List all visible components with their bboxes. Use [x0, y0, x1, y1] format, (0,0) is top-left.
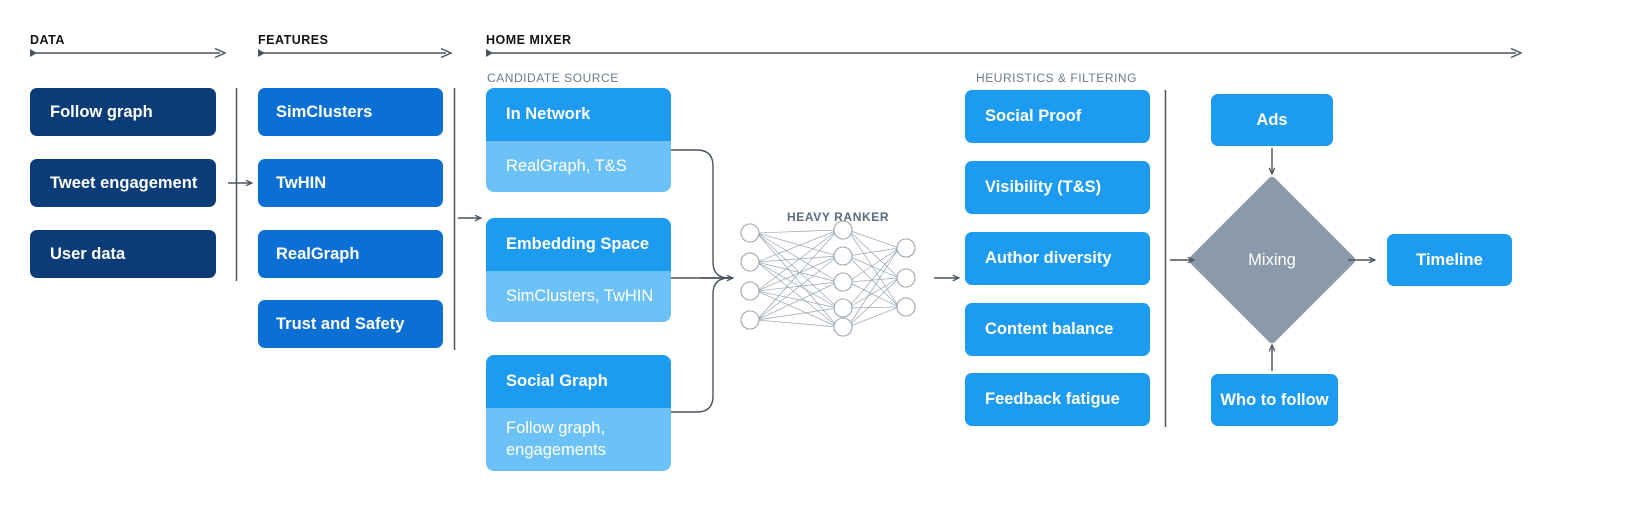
connector-social-graph — [671, 277, 730, 413]
section-axis-home-mixer — [486, 47, 1522, 59]
feature-item-label: TwHIN — [276, 173, 327, 192]
feature-item-trust-and-safety[interactable]: Trust and Safety — [258, 300, 443, 348]
data-item-user-data[interactable]: User data — [30, 230, 216, 278]
section-axis-data — [30, 47, 226, 59]
section-title-features: FEATURES — [258, 33, 329, 47]
heuristic-item-label: Social Proof — [985, 107, 1082, 126]
candidate-source-subtitle: SimClusters, TwHIN — [506, 286, 654, 305]
data-item-follow-graph[interactable]: Follow graph — [30, 88, 216, 136]
feature-item-realgraph[interactable]: RealGraph — [258, 230, 443, 278]
mixing-input-label: Who to follow — [1220, 390, 1329, 409]
mixing-input-label: Ads — [1256, 110, 1288, 129]
mixing-input-ads[interactable]: Ads — [1211, 94, 1333, 146]
heuristic-item-label: Content balance — [985, 320, 1114, 339]
heavy-ranker-network — [756, 229, 900, 328]
candidate-source-body: Follow graph, engagements — [486, 408, 671, 471]
candidate-source-title: Social Graph — [506, 372, 608, 390]
candidate-source-title: Embedding Space — [506, 235, 650, 253]
heuristic-item-visibility[interactable]: Visibility (T&S) — [965, 161, 1150, 214]
nn-input-node — [740, 310, 760, 330]
section-title-data: DATA — [30, 33, 65, 47]
feature-item-twhin[interactable]: TwHIN — [258, 159, 443, 207]
nn-hidden-node — [833, 246, 853, 266]
mixing-label: Mixing — [1248, 250, 1296, 269]
candidate-source-card-embedding-space[interactable]: Embedding Space SimClusters, TwHIN — [486, 218, 671, 322]
nn-input-node — [740, 252, 760, 272]
heavy-ranker-label: HEAVY RANKER — [787, 210, 890, 224]
heuristic-item-label: Visibility (T&S) — [985, 178, 1102, 197]
heavy-ranker-nodes — [740, 220, 916, 337]
caption-candidate-source: CANDIDATE SOURCE — [487, 71, 619, 85]
candidate-source-subtitle: RealGraph, T&S — [506, 156, 627, 175]
data-item-tweet-engagement[interactable]: Tweet engagement — [30, 159, 216, 207]
connector-in-network — [671, 149, 730, 279]
nn-input-node — [740, 223, 760, 243]
section-axis-features — [258, 47, 452, 59]
candidate-source-card-social-graph[interactable]: Social Graph Follow graph, engagements — [486, 355, 671, 471]
nn-hidden-node — [833, 272, 853, 292]
candidate-source-title: In Network — [506, 105, 591, 123]
section-title-home-mixer: HOME MIXER — [486, 33, 572, 47]
heuristic-item-label: Feedback fatigue — [985, 390, 1120, 409]
nn-output-node — [896, 238, 916, 258]
feature-item-simclusters[interactable]: SimClusters — [258, 88, 443, 136]
candidate-source-card-in-network[interactable]: In Network RealGraph, T&S — [486, 88, 671, 192]
data-item-label: Tweet engagement — [50, 173, 198, 192]
candidate-source-header: In Network — [486, 88, 671, 141]
output-label: Timeline — [1416, 250, 1483, 269]
nn-output-node — [896, 297, 916, 317]
heuristic-item-author-diversity[interactable]: Author diversity — [965, 232, 1150, 285]
mixing-input-who-to-follow[interactable]: Who to follow — [1211, 374, 1338, 426]
caption-heuristics-filtering: HEURISTICS & FILTERING — [976, 71, 1138, 85]
feature-item-label: SimClusters — [276, 102, 373, 121]
heuristic-item-feedback-fatigue[interactable]: Feedback fatigue — [965, 373, 1150, 426]
candidate-source-subtitle: Follow graph, engagements — [506, 419, 606, 459]
candidate-source-body: SimClusters, TwHIN — [486, 271, 671, 322]
data-item-label: User data — [50, 244, 126, 263]
feature-item-label: Trust and Safety — [276, 314, 405, 333]
nn-hidden-node — [833, 298, 853, 318]
mixing-node[interactable]: Mixing — [1187, 175, 1357, 345]
heuristic-item-label: Author diversity — [985, 249, 1112, 268]
nn-output-node — [896, 268, 916, 288]
nn-input-node — [740, 281, 760, 301]
feature-item-label: RealGraph — [276, 244, 360, 263]
candidate-source-body: RealGraph, T&S — [486, 141, 671, 192]
nn-hidden-node — [833, 317, 853, 337]
heuristic-item-content-balance[interactable]: Content balance — [965, 303, 1150, 356]
candidate-source-header: Embedding Space — [486, 218, 671, 271]
output-timeline[interactable]: Timeline — [1387, 234, 1512, 286]
candidate-source-header: Social Graph — [486, 355, 671, 408]
data-item-label: Follow graph — [50, 102, 153, 121]
heuristic-item-social-proof[interactable]: Social Proof — [965, 90, 1150, 143]
